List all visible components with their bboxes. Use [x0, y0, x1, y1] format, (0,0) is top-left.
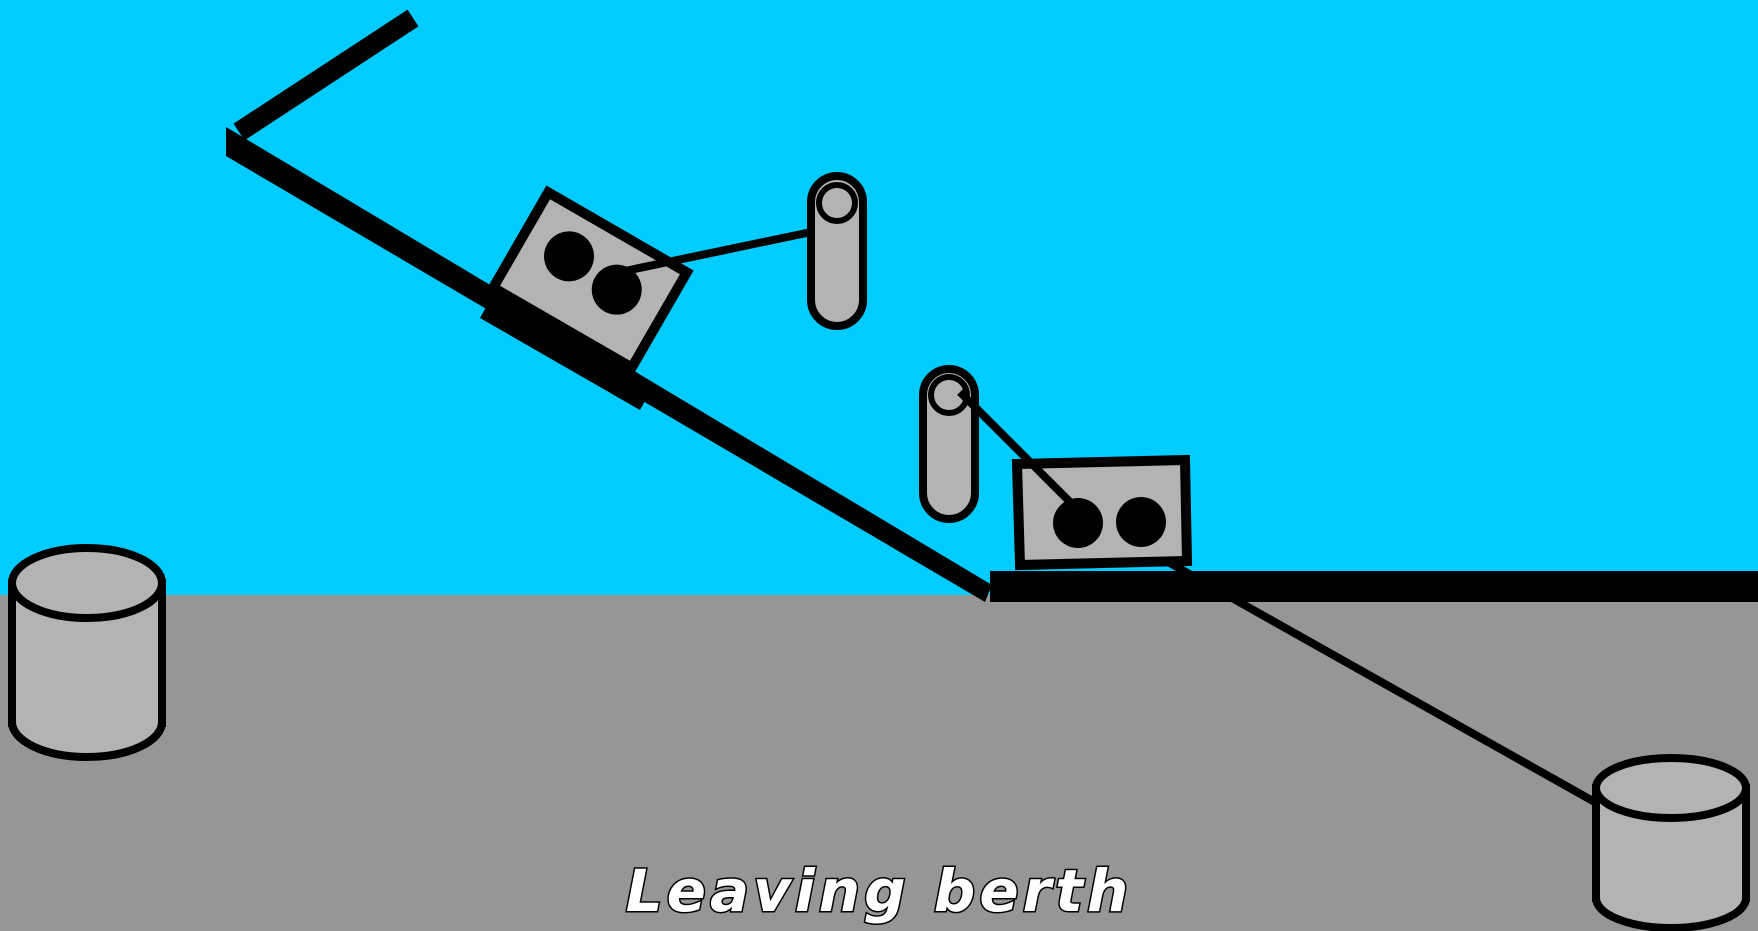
- mooring-line-aft-bitt: [957, 389, 1083, 515]
- winch-forward-base: [480, 300, 650, 410]
- bollard-right: [1592, 754, 1750, 931]
- ship-hull-slope: [226, 127, 992, 602]
- sky-background: [0, 0, 1758, 595]
- bitt-forward: [807, 172, 867, 330]
- bitt-aft: [919, 365, 979, 523]
- winch-forward: [486, 185, 694, 375]
- caption-text: Leaving berth: [624, 857, 1133, 925]
- mooring-line-forward: [619, 222, 841, 276]
- ship-stern-flat: [990, 571, 1758, 602]
- ship-bow-line: [233, 9, 419, 141]
- mooring-line-aft: [1118, 531, 1602, 809]
- bollard-left: [8, 544, 166, 761]
- quay-ground: [0, 595, 1758, 931]
